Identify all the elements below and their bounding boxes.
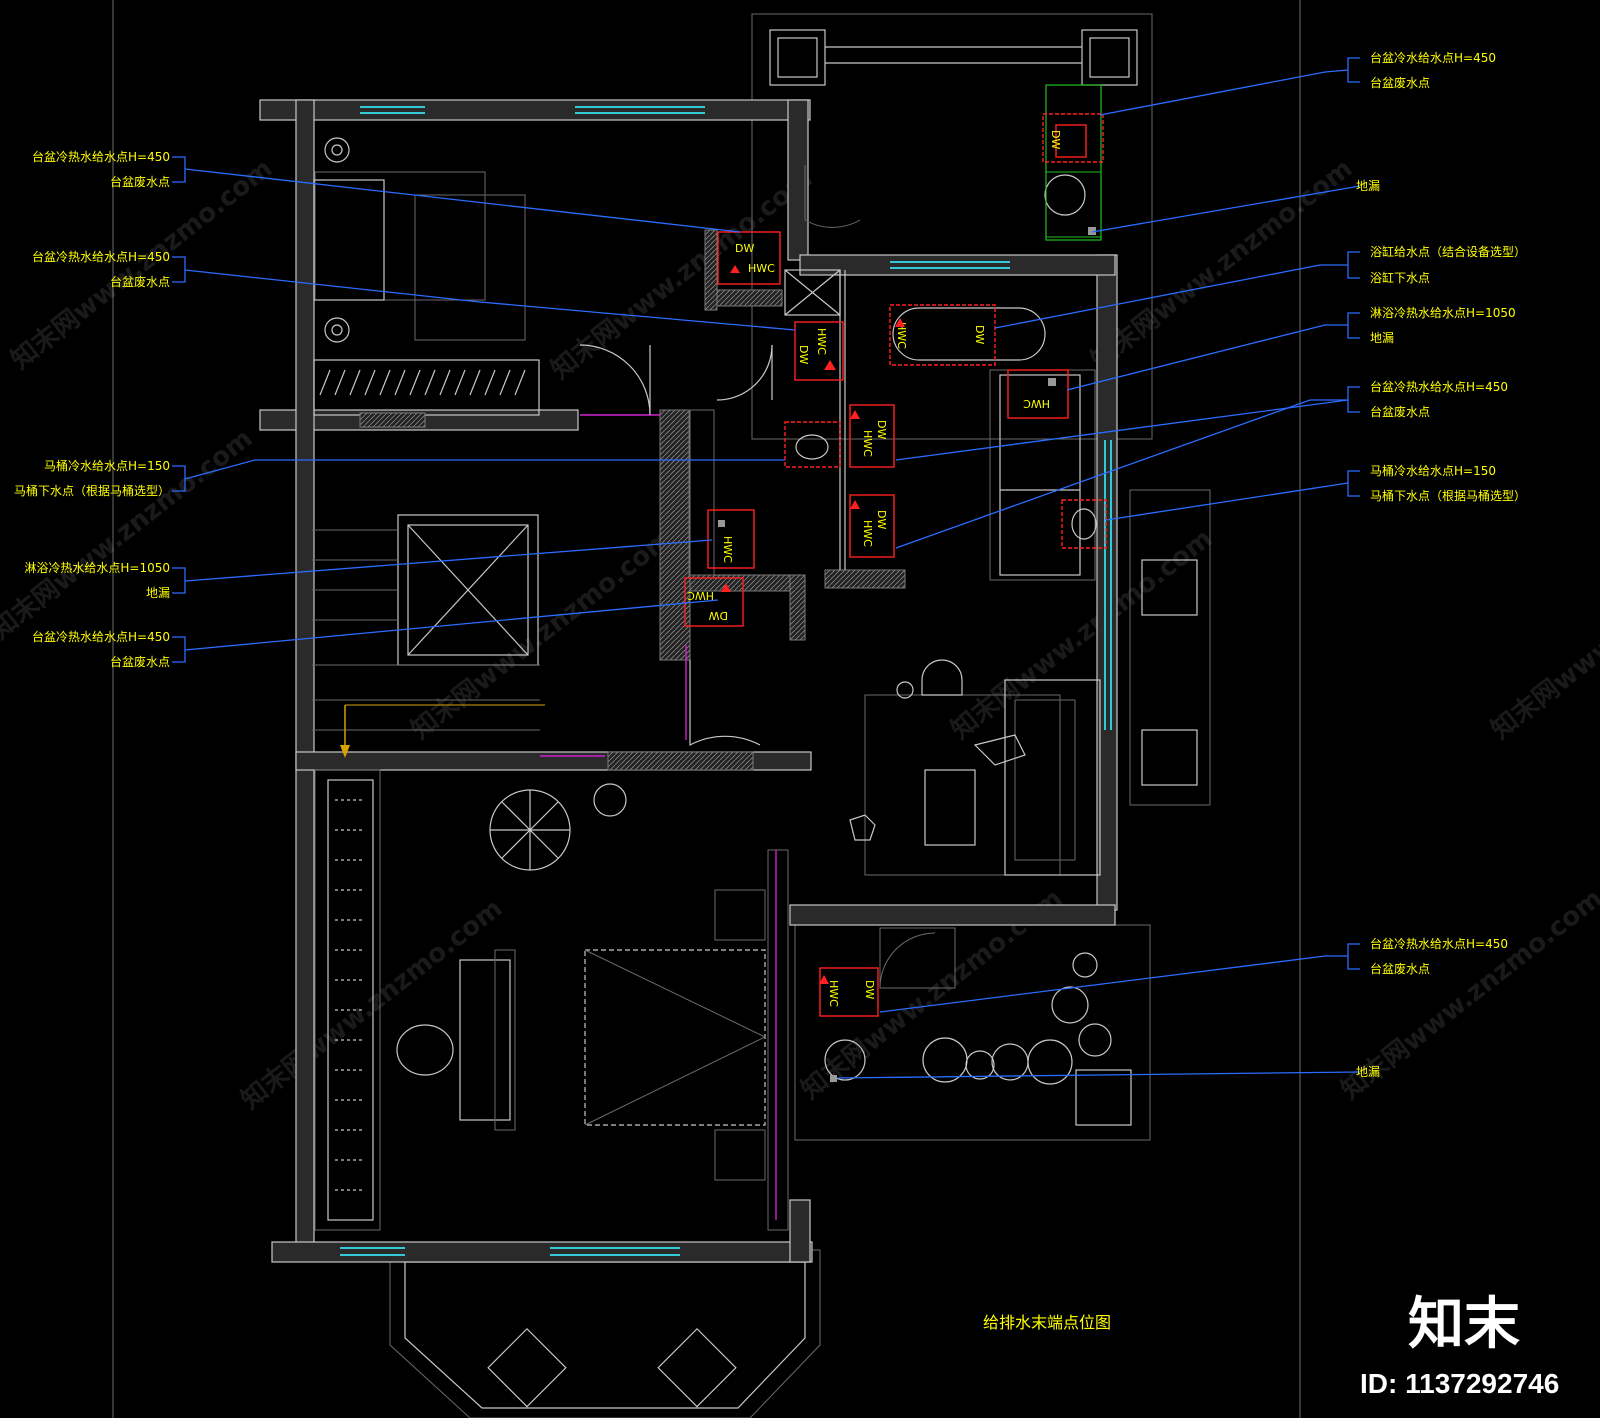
svg-text:知末网www.znzmo.com: 知末网www.znzmo.com: [546, 163, 818, 385]
left-label-3a: 马桶冷水给水点H=150: [44, 458, 170, 473]
right-label-3a: 浴缸给水点（结合设备选型）: [1370, 244, 1526, 259]
left-label-2b: 台盆废水点: [110, 274, 170, 289]
left-label-1b: 台盆废水点: [110, 174, 170, 189]
svg-text:HWC: HWC: [748, 262, 775, 275]
fixtures-upper-right: DW: [1042, 84, 1104, 241]
right-label-7a: 台盆冷热水给水点H=450: [1370, 936, 1508, 951]
wardrobe-lower-left: [314, 769, 381, 1231]
left-label-2a: 台盆冷热水给水点H=450: [32, 249, 170, 264]
lounge-furniture: [849, 659, 1101, 876]
svg-text:HWC: HWC: [827, 980, 840, 1007]
svg-text:DW: DW: [735, 242, 754, 255]
svg-text:HWC: HWC: [861, 520, 874, 547]
svg-text:HWC: HWC: [895, 322, 908, 349]
svg-text:HWC: HWC: [815, 328, 828, 355]
svg-text:DW: DW: [1049, 130, 1062, 149]
stair-core: [312, 514, 545, 758]
left-label-3b: 马桶下水点（根据马桶选型）: [14, 483, 170, 498]
left-label-4b: 地漏: [146, 586, 170, 600]
svg-text:知末网www.znzmo.com: 知末网www.znzmo.com: [1486, 523, 1600, 745]
left-label-5a: 台盆冷热水给水点H=450: [32, 629, 170, 644]
svg-text:DW: DW: [875, 420, 888, 439]
brand-logo: 知末: [1408, 1292, 1520, 1357]
right-label-5b: 台盆废水点: [1370, 404, 1430, 419]
upper-bedroom-furniture: [313, 137, 540, 428]
svg-text:知末网www.znzmo.com: 知末网www.znzmo.com: [0, 423, 258, 645]
svg-text:知末网www.znzmo.com: 知末网www.znzmo.com: [406, 523, 678, 745]
left-label-1a: 台盆冷热水给水点H=450: [32, 149, 170, 164]
svg-text:HWC: HWC: [861, 430, 874, 457]
svg-text:DW: DW: [973, 325, 986, 344]
fixture-blocks: DW HWC DW HWC HWC DW HWC DW HWC DW HWC: [684, 231, 1107, 1082]
window-glazing: [340, 106, 1010, 1256]
left-label-4a: 淋浴冷热水给水点H=1050: [24, 561, 170, 575]
svg-text:DW: DW: [797, 345, 810, 364]
right-label-4a: 淋浴冷热水给水点H=1050: [1370, 306, 1516, 320]
leader-lines: [172, 57, 1361, 1079]
left-label-5b: 台盆废水点: [110, 654, 170, 669]
right-label-3b: 浴缸下水点: [1370, 270, 1430, 285]
right-label-8a: 地漏: [1356, 1065, 1380, 1079]
right-label-5a: 台盆冷热水给水点H=450: [1370, 379, 1508, 394]
drawing-title: 给排水末端点位图: [983, 1313, 1111, 1332]
svg-text:知末网www.znzmo.com: 知末网www.znzmo.com: [1086, 153, 1358, 375]
svg-text:知末网www.znzmo.com: 知末网www.znzmo.com: [236, 893, 508, 1115]
svg-text:HWC: HWC: [721, 536, 734, 563]
svg-text:DW: DW: [709, 609, 728, 622]
svg-text:HWC: HWC: [687, 589, 714, 602]
svg-text:知末网www.znzmo.com: 知末网www.znzmo.com: [946, 523, 1218, 745]
right-label-6b: 马桶下水点（根据马桶选型）: [1370, 488, 1526, 503]
lower-bedroom-furniture: [396, 755, 789, 1231]
right-label-6a: 马桶冷水给水点H=150: [1370, 463, 1496, 478]
door-swings: [579, 165, 861, 746]
right-label-4b: 地漏: [1370, 331, 1394, 345]
right-annotations: 台盆冷水给水点H=450 台盆废水点 地漏 浴缸给水点（结合设备选型） 浴缸下水…: [1356, 50, 1526, 1079]
bay-window: [389, 1249, 821, 1418]
svg-text:DW: DW: [875, 510, 888, 529]
right-label-1b: 台盆废水点: [1370, 75, 1430, 90]
svg-text:DW: DW: [863, 980, 876, 999]
svg-text:HWC: HWC: [1023, 397, 1050, 410]
drawing-id: ID: 1137292746: [1360, 1368, 1559, 1399]
right-label-7b: 台盆废水点: [1370, 961, 1430, 976]
left-annotations: 台盆冷热水给水点H=450 台盆废水点 台盆冷热水给水点H=450 台盆废水点 …: [14, 149, 170, 669]
right-label-2a: 地漏: [1356, 179, 1380, 193]
planters: [824, 927, 1112, 1085]
right-label-1a: 台盆冷水给水点H=450: [1370, 50, 1496, 65]
